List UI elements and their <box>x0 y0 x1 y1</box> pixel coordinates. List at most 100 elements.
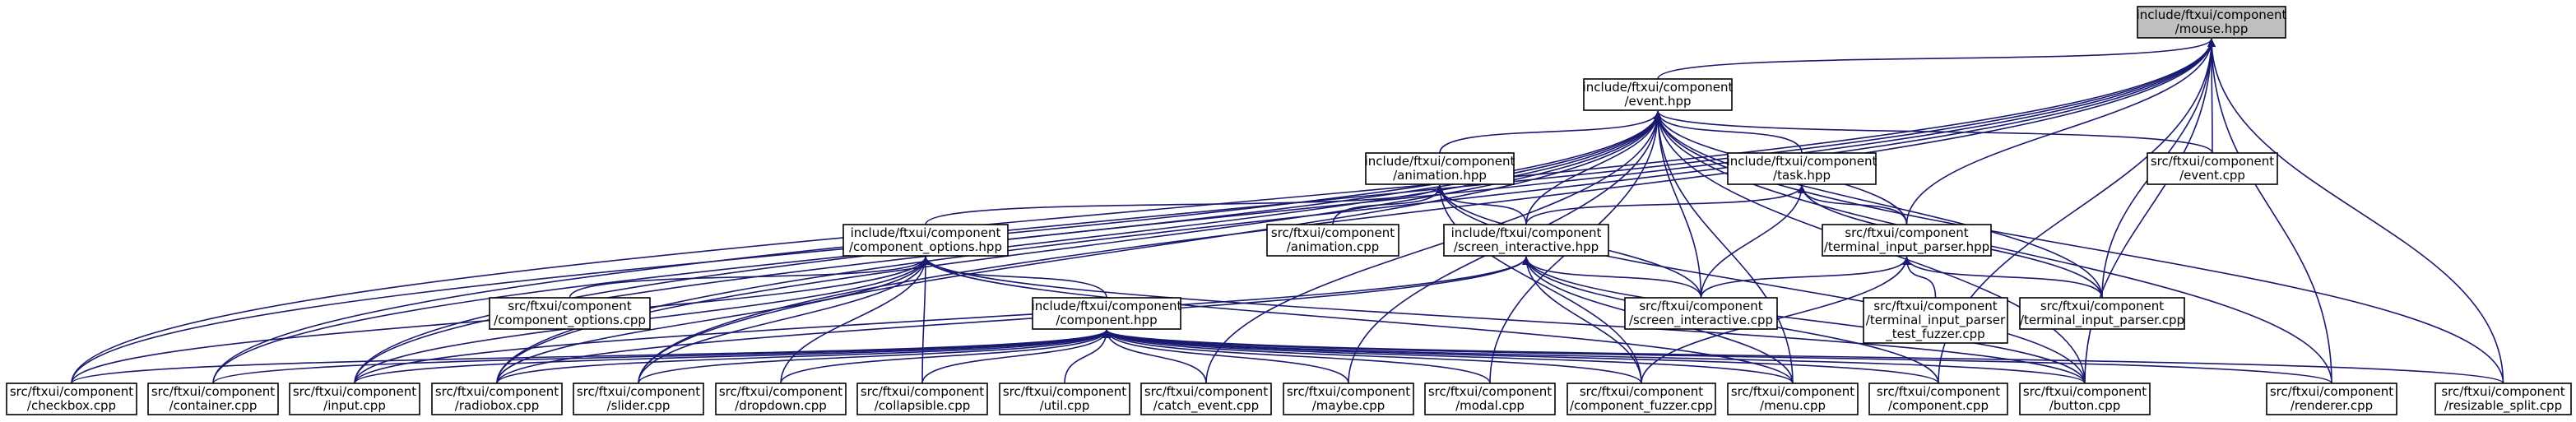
edge-screen-interactive-hpp-to-task-hpp <box>1525 184 1806 225</box>
node-mouse[interactable]: include/ftxui/component/mouse.hpp <box>2137 6 2287 39</box>
node-label-line: /renderer.cpp <box>2291 398 2373 413</box>
node-animation-hpp[interactable]: include/ftxui/component/animation.hpp <box>1365 152 1515 185</box>
edge-event-cpp-to-event-hpp <box>1654 110 2213 154</box>
edge-slider-to-component-hpp <box>638 329 1111 384</box>
edge-screen-interactive-cpp-to-task-hpp <box>1700 184 1806 299</box>
node-label-line: /component.cpp <box>1888 398 1989 413</box>
node-button[interactable]: src/ftxui/component/button.cpp <box>2019 383 2151 415</box>
node-component-options-cpp[interactable]: src/ftxui/component/component_options.cp… <box>489 297 651 330</box>
edge-input-to-component-hpp <box>354 329 1111 384</box>
edge-renderer-to-mouse <box>2207 38 2332 384</box>
node-label-line: src/ftxui/component <box>1144 384 1268 399</box>
node-label-line: /checkbox.cpp <box>27 398 116 413</box>
edge-event-hpp-to-mouse <box>1657 38 2216 80</box>
edge-menu-to-component-options-hpp <box>921 256 1794 384</box>
node-label-line: /terminal_input_parser.cpp <box>2020 313 2184 328</box>
node-label-line: /resizable_split.cpp <box>2444 398 2562 414</box>
node-label-line: /task.hpp <box>1773 168 1831 183</box>
node-box <box>1140 383 1272 415</box>
node-box <box>856 383 988 415</box>
node-terminal-input-parser-cpp[interactable]: src/ftxui/component/terminal_input_parse… <box>2019 297 2185 330</box>
edge-checkbox-to-component-hpp <box>71 329 1111 384</box>
edge-radiobox-to-screen-interactive-hpp <box>496 256 1530 384</box>
edge-component-options-cpp-to-component-options-hpp <box>569 256 930 299</box>
node-label-line: /maybe.cpp <box>1312 398 1385 413</box>
node-terminal-input-parser-hpp[interactable]: src/ftxui/component/terminal_input_parse… <box>1822 224 1992 257</box>
node-label-line: src/ftxui/component <box>435 384 559 399</box>
node-label-line: include/ftxui/component <box>1032 299 1182 313</box>
node-label-line: /mouse.hpp <box>2175 21 2249 36</box>
node-label-line: /dropdown.cpp <box>735 398 827 413</box>
node-label-line: src/ftxui/component <box>861 384 984 399</box>
node-util[interactable]: src/ftxui/component/util.cpp <box>999 383 1130 415</box>
edge-component-fuzzer-to-component-hpp <box>1102 329 1642 384</box>
node-box <box>1032 297 1181 330</box>
node-label-line: src/ftxui/component <box>1731 384 1854 399</box>
node-component-hpp[interactable]: include/ftxui/component/component.hpp <box>1032 297 1182 330</box>
node-label-line: /util.cpp <box>1040 398 1090 413</box>
edge-container-to-mouse <box>212 38 2216 384</box>
node-catch-event[interactable]: src/ftxui/component/catch_event.cpp <box>1140 383 1272 415</box>
node-component-cpp[interactable]: src/ftxui/component/component.cpp <box>1868 383 2008 415</box>
edge-catch-event-to-component-hpp <box>1102 329 1207 384</box>
node-label-line: include/ftxui/component <box>851 225 1001 240</box>
node-label-line: src/ftxui/component <box>1580 384 1703 399</box>
node-resizable-split[interactable]: src/ftxui/component/resizable_split.cpp <box>2434 383 2572 415</box>
edge-button-to-screen-interactive-hpp <box>1522 256 2086 384</box>
node-label-line: include/ftxui/component <box>1727 154 1877 169</box>
node-renderer[interactable]: src/ftxui/component/renderer.cpp <box>2266 383 2397 415</box>
node-tip-fuzzer[interactable]: src/ftxui/component/terminal_input_parse… <box>1863 297 2008 344</box>
edge-animation-hpp-to-event-hpp <box>1439 110 1662 154</box>
node-box <box>431 383 563 415</box>
node-box <box>2019 297 2185 330</box>
node-label-line: /slider.cpp <box>607 398 671 413</box>
node-component-options-hpp[interactable]: include/ftxui/component/component_option… <box>842 224 1009 257</box>
edge-slider-to-event-hpp <box>638 110 1662 384</box>
node-label-line: include/ftxui/component <box>1451 225 1602 240</box>
edge-input-to-mouse <box>354 38 2216 384</box>
node-slider[interactable]: src/ftxui/component/slider.cpp <box>573 383 704 415</box>
node-dropdown[interactable]: src/ftxui/component/dropdown.cpp <box>715 383 847 415</box>
node-checkbox[interactable]: src/ftxui/component/checkbox.cpp <box>6 383 137 415</box>
edge-collapsible-to-component-hpp <box>921 329 1111 384</box>
node-container[interactable]: src/ftxui/component/container.cpp <box>147 383 279 415</box>
edge-util-to-component-hpp <box>1064 329 1111 384</box>
edge-modal-to-component-hpp <box>1102 329 1491 384</box>
node-collapsible[interactable]: src/ftxui/component/collapsible.cpp <box>856 383 988 415</box>
node-menu[interactable]: src/ftxui/component/menu.cpp <box>1727 383 1859 415</box>
node-input[interactable]: src/ftxui/component/input.cpp <box>289 383 420 415</box>
node-box <box>1624 297 1778 330</box>
node-screen-interactive-hpp[interactable]: include/ftxui/component/screen_interacti… <box>1443 224 1609 257</box>
node-box <box>1365 152 1515 185</box>
node-label-line: src/ftxui/component <box>577 384 700 399</box>
edge-maybe-to-component-hpp <box>1102 329 1349 384</box>
edge-radiobox-to-component-options-hpp <box>496 256 930 384</box>
node-box <box>1727 383 1859 415</box>
node-screen-interactive-cpp[interactable]: src/ftxui/component/screen_interactive.c… <box>1624 297 1778 330</box>
edges <box>71 38 2504 384</box>
node-label-line: include/ftxui/component <box>2137 7 2287 22</box>
node-box <box>1727 152 1877 185</box>
node-label-line: /radiobox.cpp <box>455 398 539 413</box>
node-maybe[interactable]: src/ftxui/component/maybe.cpp <box>1283 383 1414 415</box>
node-event-hpp[interactable]: include/ftxui/component/event.hpp <box>1583 78 1734 111</box>
node-label-line: /event.hpp <box>1624 94 1691 109</box>
node-event-cpp[interactable]: src/ftxui/component/event.cpp <box>2147 152 2278 185</box>
node-radiobox[interactable]: src/ftxui/component/radiobox.cpp <box>431 383 563 415</box>
edge-screen-interactive-hpp-to-event-hpp <box>1525 110 1662 225</box>
node-component-fuzzer[interactable]: src/ftxui/component/component_fuzzer.cpp <box>1566 383 1716 415</box>
node-modal[interactable]: src/ftxui/component/modal.cpp <box>1424 383 1556 415</box>
node-label-line: src/ftxui/component <box>1639 299 1762 313</box>
node-box <box>147 383 279 415</box>
node-task-hpp[interactable]: include/ftxui/component/task.hpp <box>1727 152 1877 185</box>
node-label-line: /component.hpp <box>1056 313 1157 327</box>
node-label-line: src/ftxui/component <box>1845 225 1968 240</box>
node-animation-cpp[interactable]: src/ftxui/component/animation.cpp <box>1266 224 1399 257</box>
edge-resizable-split-to-mouse <box>2207 38 2504 384</box>
edge-terminal-input-parser-cpp-to-terminal-input-parser-hpp <box>1902 256 2103 299</box>
nodes: include/ftxui/component/mouse.hppinclude… <box>6 6 2572 415</box>
node-label-line: /component_fuzzer.cpp <box>1570 398 1713 414</box>
node-label-line: src/ftxui/component <box>1287 384 1410 399</box>
node-box <box>1583 78 1733 111</box>
